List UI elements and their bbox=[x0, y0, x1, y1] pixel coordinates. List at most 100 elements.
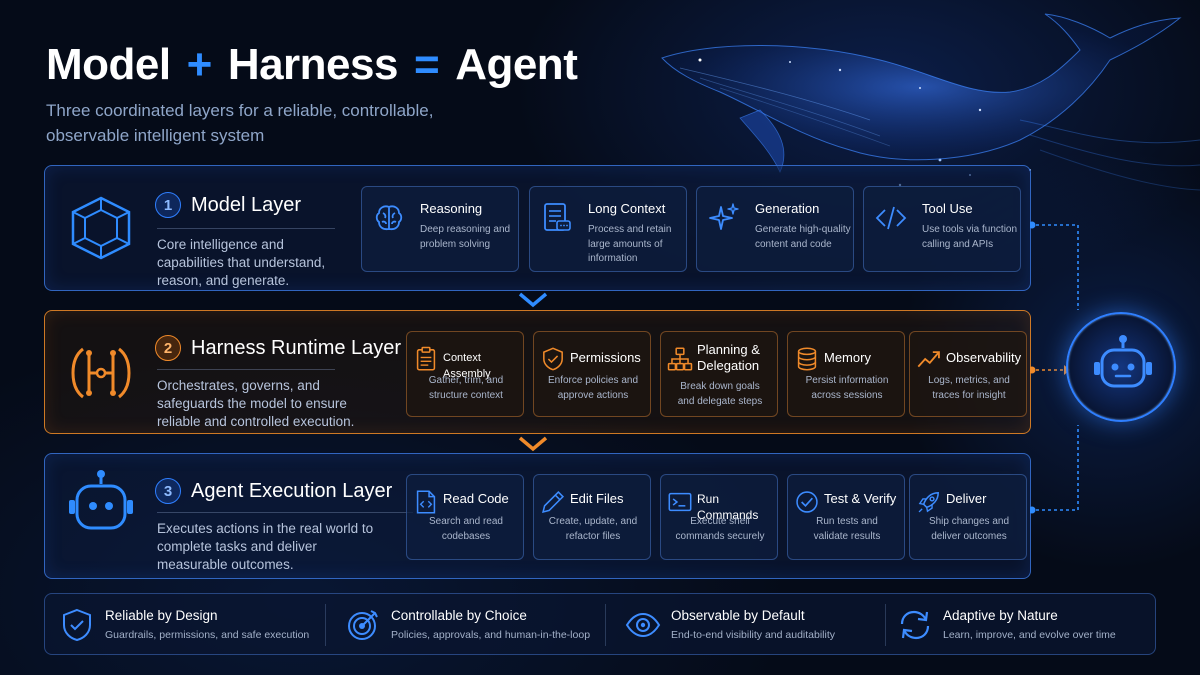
principle-description: End-to-end visibility and auditability bbox=[671, 629, 836, 641]
principle-title: Controllable by Choice bbox=[391, 608, 527, 623]
agent-execution-layer: 3 Agent Execution Layer Executes actions… bbox=[44, 453, 1031, 579]
card-description: Enforce policies and approve actions bbox=[547, 375, 639, 401]
card-permissions[interactable]: Permissions Enforce policies and approve… bbox=[533, 331, 651, 417]
page-title: Model+Harness=Agent bbox=[46, 40, 578, 90]
refresh-icon bbox=[900, 610, 930, 640]
principle-adaptive: Adaptive by Nature Learn, improve, and e… bbox=[883, 594, 1153, 656]
divider bbox=[605, 604, 606, 646]
connector-lines bbox=[1030, 221, 1079, 514]
divider bbox=[885, 604, 886, 646]
card-description: Generate high-quality content and code bbox=[755, 224, 851, 250]
eye-icon bbox=[625, 612, 661, 638]
card-test-verify[interactable]: Test & Verify Run tests and validate res… bbox=[787, 474, 905, 560]
page-subtitle: Three coordinated layers for a reliable,… bbox=[46, 101, 434, 145]
shield-check-icon bbox=[63, 608, 91, 642]
terminal-icon bbox=[668, 492, 692, 512]
chevron-down-icon bbox=[518, 436, 548, 452]
principle-title: Reliable by Design bbox=[105, 608, 218, 623]
layer-description: Orchestrates, governs, and safeguards th… bbox=[157, 378, 355, 429]
card-description: Execute shell commands securely bbox=[675, 516, 765, 542]
card-observability[interactable]: Observability Logs, metrics, and traces … bbox=[909, 331, 1027, 417]
card-long-context[interactable]: Long Context Process and retain large am… bbox=[529, 186, 687, 272]
harness-icon bbox=[71, 347, 131, 399]
layer-title: Agent Execution Layer bbox=[191, 480, 393, 502]
card-title: Planning & Delegation bbox=[697, 342, 760, 373]
sparkle-icon bbox=[709, 203, 739, 230]
model-layer: 1 Model Layer Core intelligence and capa… bbox=[44, 165, 1031, 291]
title-harness: Harness bbox=[227, 40, 399, 89]
card-description: Break down goals and delegate steps bbox=[677, 381, 763, 407]
document-chat-icon bbox=[544, 203, 571, 231]
layer-number: 2 bbox=[155, 335, 181, 361]
card-description: Persist information across sessions bbox=[805, 375, 889, 401]
card-planning-delegation[interactable]: Planning & Delegation Break down goals a… bbox=[660, 331, 778, 417]
principle-reliable: Reliable by Design Guardrails, permissio… bbox=[45, 594, 325, 656]
card-description: Gather, trim, and structure context bbox=[428, 375, 504, 401]
harness-runtime-layer: 2 Harness Runtime Layer Orchestrates, go… bbox=[44, 310, 1031, 434]
card-memory[interactable]: Memory Persist information across sessio… bbox=[787, 331, 905, 417]
principle-description: Policies, approvals, and human-in-the-lo… bbox=[391, 629, 591, 641]
card-description: Process and retain large amounts of info… bbox=[588, 224, 672, 264]
card-read-code[interactable]: Read Code Search and read codebases bbox=[406, 474, 524, 560]
card-description: Run tests and validate results bbox=[813, 516, 881, 542]
card-title: Long Context bbox=[588, 201, 666, 216]
card-description: Search and read codebases bbox=[429, 516, 503, 542]
agent-node bbox=[1066, 312, 1176, 422]
layer-number: 1 bbox=[155, 192, 181, 218]
card-tool-use[interactable]: Tool Use Use tools via function calling … bbox=[863, 186, 1021, 272]
divider bbox=[157, 512, 413, 513]
code-file-icon bbox=[416, 490, 436, 514]
card-title: Tool Use bbox=[922, 201, 973, 216]
robot-icon bbox=[69, 470, 133, 530]
principle-description: Guardrails, permissions, and safe execut… bbox=[105, 629, 310, 641]
shield-check-icon bbox=[543, 347, 563, 371]
principles-bar: Reliable by Design Guardrails, permissio… bbox=[44, 593, 1156, 655]
layer-description: Executes actions in the real world to co… bbox=[157, 521, 374, 572]
layer-title: Harness Runtime Layer bbox=[191, 337, 402, 359]
divider bbox=[157, 228, 335, 229]
rocket-icon bbox=[918, 492, 939, 513]
card-title: Run Commands bbox=[697, 492, 759, 522]
principle-observable: Observable by Default End-to-end visibil… bbox=[611, 594, 891, 656]
principle-title: Adaptive by Nature bbox=[943, 608, 1058, 623]
layer-title: Model Layer bbox=[191, 194, 302, 216]
card-run-commands[interactable]: Run Commands Execute shell commands secu… bbox=[660, 474, 778, 560]
card-title: Read Code bbox=[443, 491, 509, 506]
layer-number: 3 bbox=[155, 478, 181, 504]
divider bbox=[325, 604, 326, 646]
card-title: Permissions bbox=[570, 350, 641, 365]
card-description: Use tools via function calling and APIs bbox=[922, 224, 1018, 250]
trend-chart-icon bbox=[917, 351, 940, 368]
card-title: Memory bbox=[824, 350, 871, 365]
card-context-assembly[interactable]: Context Assembly Gather, trim, and struc… bbox=[406, 331, 524, 417]
card-title: Context Assembly bbox=[443, 352, 491, 380]
cube-icon bbox=[71, 196, 131, 260]
card-description: Deep reasoning and problem solving bbox=[420, 224, 511, 250]
card-title: Test & Verify bbox=[824, 491, 897, 506]
title-equals: = bbox=[413, 40, 440, 89]
database-icon bbox=[797, 347, 817, 371]
card-description: Logs, metrics, and traces for insight bbox=[928, 375, 1010, 401]
principle-controllable: Controllable by Choice Policies, approva… bbox=[331, 594, 611, 656]
card-description: Ship changes and deliver outcomes bbox=[928, 516, 1010, 542]
divider bbox=[157, 369, 335, 370]
hierarchy-icon bbox=[667, 347, 693, 371]
card-title: Generation bbox=[755, 201, 820, 216]
title-plus: + bbox=[186, 40, 213, 89]
title-model: Model bbox=[46, 40, 171, 89]
card-generation[interactable]: Generation Generate high-quality content… bbox=[696, 186, 854, 272]
card-title: Edit Files bbox=[570, 491, 624, 506]
card-edit-files[interactable]: Edit Files Create, update, and refactor … bbox=[533, 474, 651, 560]
pencil-icon bbox=[542, 490, 565, 513]
layer-description: Core intelligence and capabilities that … bbox=[157, 237, 326, 288]
principle-title: Observable by Default bbox=[671, 608, 805, 623]
card-reasoning[interactable]: Reasoning Deep reasoning and problem sol… bbox=[361, 186, 519, 272]
card-deliver[interactable]: Deliver Ship changes and deliver outcome… bbox=[909, 474, 1027, 560]
code-icon bbox=[875, 206, 907, 230]
brain-icon bbox=[375, 205, 403, 231]
principle-description: Learn, improve, and evolve over time bbox=[943, 629, 1116, 641]
card-description: Create, update, and refactor files bbox=[548, 516, 638, 542]
clipboard-icon bbox=[416, 346, 436, 371]
card-title: Reasoning bbox=[420, 201, 483, 216]
check-circle-icon bbox=[796, 491, 818, 513]
